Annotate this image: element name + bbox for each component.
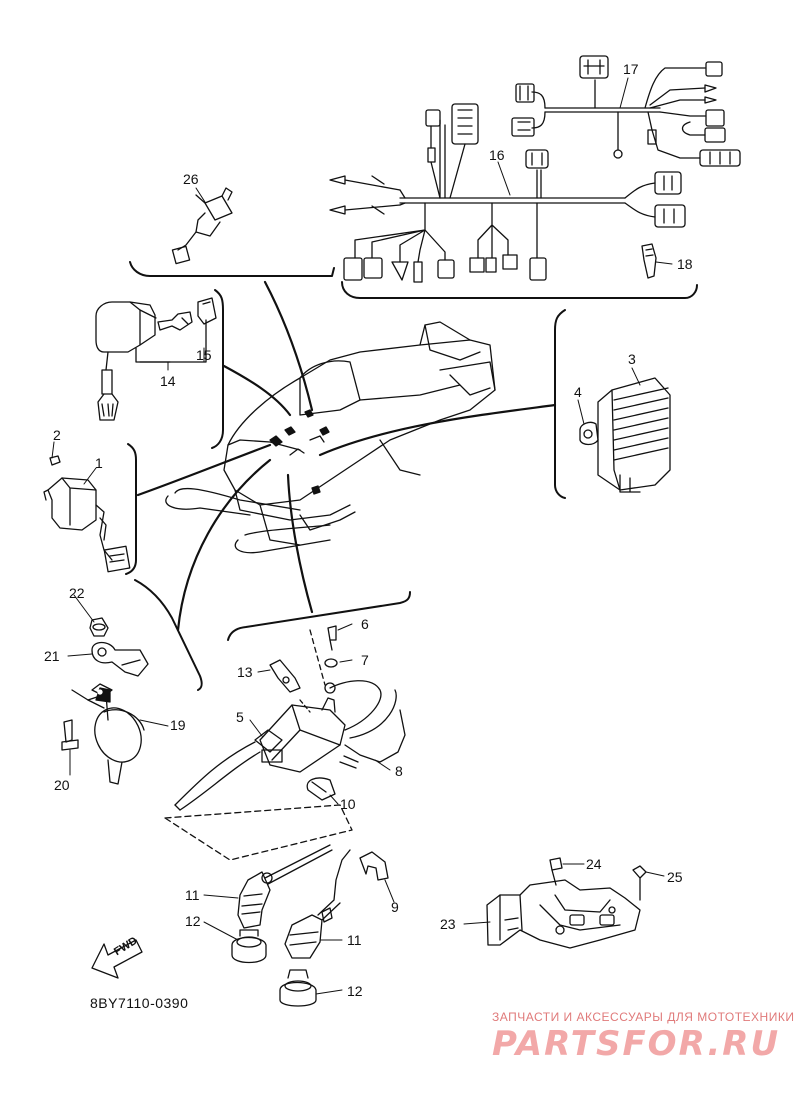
part-label-11-upper: 11	[185, 887, 200, 903]
part-17-sub-harness	[512, 56, 740, 166]
part-label-22: 22	[69, 585, 85, 601]
part-11-plug-cap-lower	[285, 850, 350, 958]
part-label-17: 17	[623, 61, 639, 77]
part-label-23: 23	[440, 916, 456, 932]
part-label-24: 24	[586, 856, 602, 872]
part-label-4: 4	[574, 384, 582, 400]
callout-lines	[52, 78, 672, 994]
part-label-21: 21	[44, 648, 60, 664]
part-label-3: 3	[628, 351, 636, 367]
part-label-10: 10	[340, 796, 356, 812]
part-label-26: 26	[183, 171, 199, 187]
part-label-5: 5	[236, 709, 244, 725]
part-label-1: 1	[95, 455, 103, 471]
part-11-plug-cap-upper	[238, 845, 332, 928]
part-18-terminal	[642, 244, 656, 278]
part-12-boots	[232, 930, 316, 1006]
part-3-rectifier-regulator	[580, 378, 670, 492]
parts-19-22-horn-assembly	[62, 618, 150, 784]
part-label-19: 19	[170, 717, 186, 733]
fwd-arrow-icon	[92, 940, 142, 978]
part-label-8: 8	[395, 763, 403, 779]
part-label-14: 14	[160, 373, 176, 389]
part-label-12-lower: 12	[347, 983, 363, 999]
parts-23-25-bracket	[487, 858, 646, 948]
watermark-logo: PARTSFOR.RU	[492, 1024, 781, 1064]
main-switch-part-14	[96, 298, 216, 420]
part-5-ignition-coil	[165, 626, 405, 860]
part-label-7: 7	[361, 652, 369, 668]
watermark-tagline: ЗАПЧАСТИ И АКСЕССУАРЫ ДЛЯ МОТОТЕХНИКИ	[492, 1010, 795, 1024]
group-brackets	[126, 262, 697, 690]
part-label-9: 9	[391, 899, 399, 915]
part-16-wire-harness	[330, 104, 685, 282]
part-label-2: 2	[53, 427, 61, 443]
part-label-16: 16	[489, 147, 505, 163]
part-1-relay	[44, 456, 130, 572]
part-label-13: 13	[237, 664, 253, 680]
drawing-code: 8BY7110-0390	[90, 995, 189, 1011]
part-label-12-upper: 12	[185, 913, 201, 929]
leader-lines	[138, 282, 555, 630]
snowmobile-illustration	[166, 322, 495, 553]
part-label-20: 20	[54, 777, 70, 793]
part-label-18: 18	[677, 256, 693, 272]
part-9-clamp	[360, 852, 388, 880]
part-label-25: 25	[667, 869, 683, 885]
part-label-11-lower: 11	[347, 932, 362, 948]
switch-part-26	[172, 188, 232, 264]
part-label-6: 6	[361, 616, 369, 632]
part-label-15: 15	[196, 347, 212, 363]
